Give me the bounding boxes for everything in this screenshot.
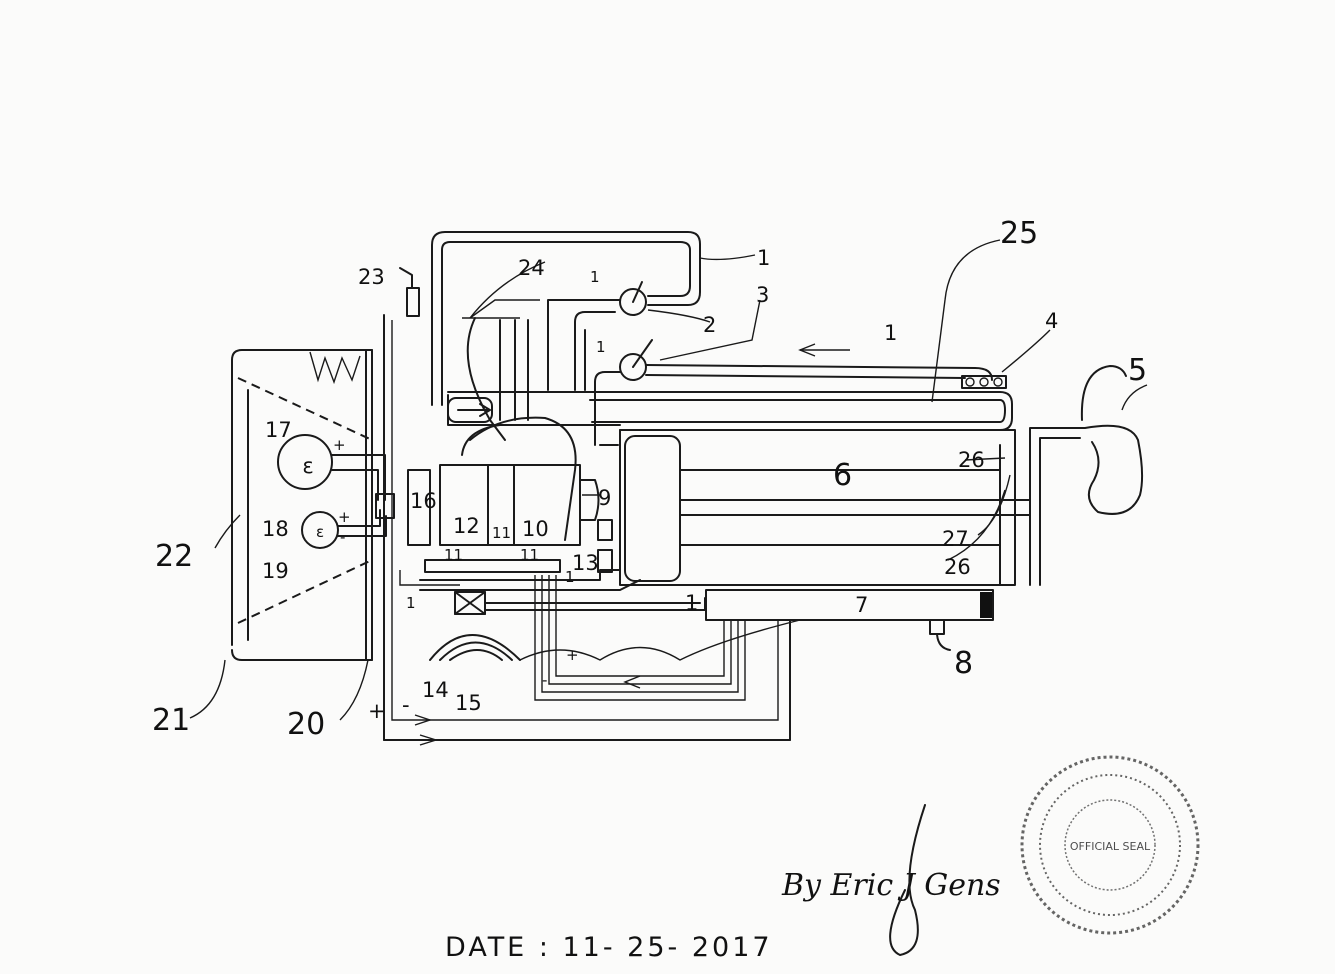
ref-1-gauge3: 1 (596, 338, 606, 356)
cell-18-plus: + (338, 508, 351, 526)
ref-25: 25 (1000, 216, 1038, 251)
ref-26-lower: 26 (944, 555, 971, 579)
ref-12: 12 (453, 514, 480, 538)
ref-1-gauge2: 1 (590, 268, 600, 286)
gauge-2 (619, 281, 647, 316)
date-line: DATE : 11- 25- 2017 (445, 932, 773, 963)
ref-19: 19 (262, 559, 289, 583)
gauge-3 (619, 339, 653, 381)
cell-17-symbol: ε (302, 454, 313, 478)
ref-7: 7 (855, 593, 868, 617)
ref-9: 9 (598, 486, 611, 510)
tube-top-long (594, 343, 993, 446)
frame-plus-sign: + (368, 699, 386, 723)
ref-10: 10 (522, 517, 549, 541)
ref-13: 13 (572, 551, 599, 575)
tube-loop-upper (431, 231, 701, 406)
ref-2: 2 (703, 313, 716, 337)
bottom-minus-sign: - (542, 671, 547, 689)
seal-text: OFFICIAL SEAL (1070, 840, 1151, 853)
ref-11-right: 11 (520, 546, 539, 564)
cell-18: ε + - (301, 493, 395, 549)
ref-26-upper: 26 (958, 448, 985, 472)
control-box (407, 299, 706, 615)
ref-21: 21 (152, 703, 190, 738)
wiring-frame: + - (368, 314, 791, 746)
ref-11-box: 11 (492, 524, 511, 542)
ref-1-lower-left: 1 (406, 594, 416, 612)
ref-11-left: 11 (444, 546, 463, 564)
ref-17: 17 (265, 418, 292, 442)
ref-6: 6 (833, 458, 852, 493)
attachment-5 (1029, 365, 1144, 586)
ref-1-top: 1 (757, 246, 770, 270)
frame-minus-sign: - (402, 693, 410, 717)
foot-8 (929, 619, 951, 651)
ref-20: 20 (287, 707, 325, 742)
signature-flourish (889, 804, 926, 956)
signature-block: By Eric J Gens (781, 804, 1001, 956)
cell-17: ε + - (277, 434, 386, 501)
leader-lines (189, 239, 1148, 721)
wiring-bottom: + - (519, 575, 801, 701)
base-7 (705, 589, 994, 621)
ref-18: 18 (262, 517, 289, 541)
burner-14-15 (429, 634, 521, 661)
ref-15: 15 (455, 691, 482, 715)
signature: By Eric J Gens (781, 868, 1001, 903)
cylinder-6 (619, 429, 1031, 586)
ref-14: 14 (422, 678, 449, 702)
ref-5: 5 (1128, 353, 1147, 388)
ref-1-lower-mid: 1 (565, 568, 575, 586)
reference-numbers: 1 1 1 1 1 1 1 2 3 4 5 6 7 8 9 10 11 11 1… (152, 216, 1147, 742)
bottom-plus-sign: + (566, 646, 579, 664)
connector-4 (961, 375, 1007, 389)
ref-24: 24 (518, 256, 545, 280)
ref-23: 23 (358, 265, 385, 289)
ref-1-right: 1 (884, 321, 897, 345)
ref-8: 8 (954, 646, 973, 681)
tank-22 (231, 349, 373, 661)
ref-4: 4 (1045, 309, 1058, 333)
cell-18-symbol: ε (316, 523, 324, 541)
ref-16: 16 (410, 489, 437, 513)
official-seal: OFFICIAL SEAL (1020, 755, 1200, 935)
component-23 (399, 267, 420, 317)
ref-22: 22 (155, 539, 193, 574)
heater-tube-25 (447, 391, 1013, 431)
ref-1-lower-right: 1 (685, 591, 698, 615)
cell-17-plus: + (333, 436, 346, 454)
ref-27: 27 (942, 527, 969, 551)
ref-3: 3 (756, 283, 769, 307)
